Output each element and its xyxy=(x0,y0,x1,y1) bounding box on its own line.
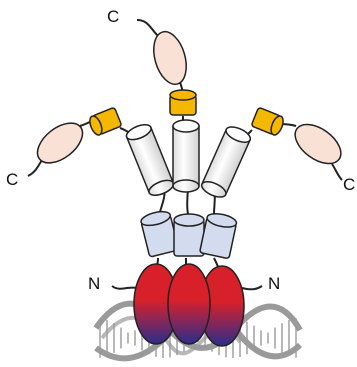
helix-right xyxy=(199,124,252,200)
linker-left xyxy=(87,107,121,136)
helix-center xyxy=(173,120,199,192)
n-left-tail xyxy=(112,286,138,289)
middle-domain-right xyxy=(200,211,238,258)
dna-binding-domains xyxy=(134,264,244,346)
label-n-left: N xyxy=(88,274,100,293)
helix-cylinders xyxy=(124,120,252,200)
c-domain-left xyxy=(30,115,89,171)
c-left-tail xyxy=(28,160,42,176)
c-domain-right xyxy=(288,117,348,172)
middle-domains xyxy=(140,209,238,259)
dbd-center xyxy=(168,264,210,344)
c-right-tail xyxy=(332,164,342,180)
label-c-left: C xyxy=(6,170,18,189)
n-right-tail xyxy=(242,286,262,289)
label-n-right: N xyxy=(268,274,280,293)
helix-left xyxy=(124,122,175,198)
c-top-tail xyxy=(137,20,158,36)
linker-right xyxy=(251,107,285,136)
linker-top xyxy=(170,90,196,115)
label-c-top: C xyxy=(107,7,119,26)
middle-domain-left xyxy=(140,209,179,257)
label-c-right: C xyxy=(343,175,355,194)
c-domain-top xyxy=(148,28,192,88)
